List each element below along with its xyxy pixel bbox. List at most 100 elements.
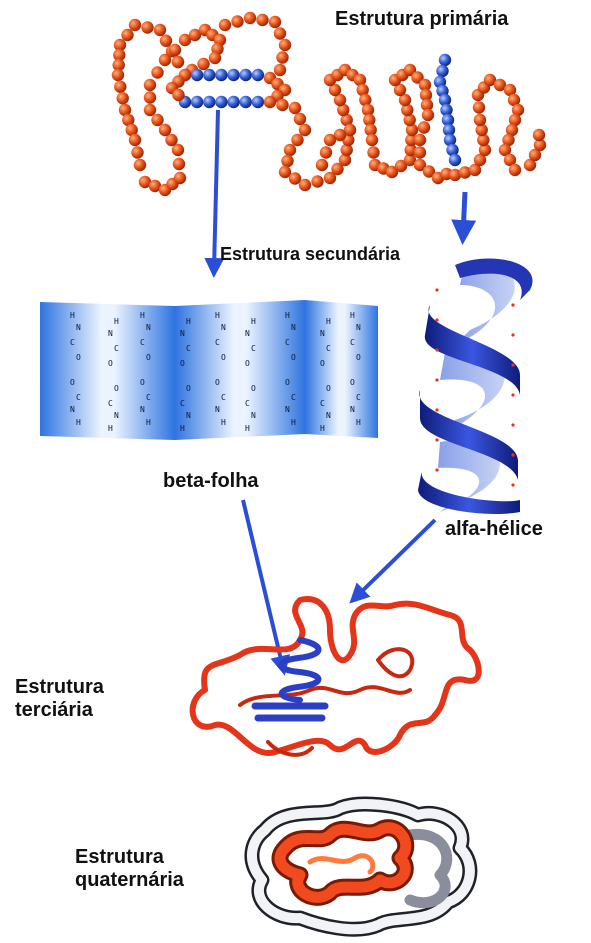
hydrogen-bond-dot (511, 333, 514, 336)
label-quaternary-structure: Estrutura quaternária (75, 846, 184, 892)
sheet-atom-glyph: N (140, 405, 145, 414)
amino-acid-bead (129, 134, 141, 146)
amino-acid-bead (159, 124, 171, 136)
sheet-atom-glyph: N (245, 329, 250, 338)
sheet-atom-glyph: H (180, 424, 185, 433)
sheet-atom-glyph: H (140, 311, 145, 320)
sheet-atom-glyph: H (326, 317, 331, 326)
amino-acid-bead (439, 54, 451, 66)
arrow-down-icon (243, 500, 283, 668)
tertiary-red-ribbon (193, 599, 479, 753)
label-alpha-helix: alfa-hélice (445, 518, 543, 541)
hydrogen-bond-dot (435, 288, 438, 291)
amino-acid-bead (291, 134, 303, 146)
label-quaternary-line-1: Estrutura (75, 846, 184, 869)
amino-acid-bead (276, 51, 288, 63)
sheet-atom-glyph: H (356, 418, 361, 427)
amino-acid-bead (240, 96, 252, 108)
amino-acid-bead (227, 69, 239, 81)
quaternary-structure (252, 804, 470, 929)
arrow-down-icon (214, 110, 218, 270)
sheet-atom-glyph: C (70, 338, 75, 347)
sheet-atom-glyph: H (245, 424, 250, 433)
sheet-atom-glyph: N (146, 323, 151, 332)
sheet-atom-glyph: N (320, 329, 325, 338)
hydrogen-bond-dot (511, 393, 514, 396)
sheet-atom-glyph: O (356, 353, 361, 362)
sheet-atom-glyph: N (108, 329, 113, 338)
amino-acid-bead (274, 27, 286, 39)
amino-acid-bead (174, 172, 186, 184)
sheet-atom-glyph: O (320, 359, 325, 368)
sheet-atom-glyph: C (221, 393, 226, 402)
amino-acid-bead (279, 39, 291, 51)
hydrogen-bond-dot (435, 408, 438, 411)
amino-acid-bead (169, 44, 181, 56)
sheet-atom-glyph: C (350, 338, 355, 347)
label-tertiary-line-1: Estrutura (15, 676, 104, 699)
sheet-atom-glyph: H (221, 418, 226, 427)
sheet-atom-glyph: C (180, 399, 185, 408)
hydrogen-bond-dot (511, 483, 514, 486)
sheet-atom-glyph: O (146, 353, 151, 362)
amino-acid-bead (154, 24, 166, 36)
sheet-atom-glyph: C (326, 344, 331, 353)
amino-acid-bead (284, 144, 296, 156)
amino-acid-bead (191, 96, 203, 108)
amino-acid-bead (276, 99, 288, 111)
amino-acid-bead (244, 12, 256, 24)
label-tertiary-structure: Estrutura terciária (15, 676, 104, 722)
amino-acid-bead (509, 164, 521, 176)
amino-acid-bead (274, 64, 286, 76)
sheet-atom-glyph: H (350, 311, 355, 320)
sheet-atom-glyph: C (320, 399, 325, 408)
sheet-atom-glyph: C (76, 393, 81, 402)
label-quaternary-line-2: quaternária (75, 869, 184, 892)
sheet-atom-glyph: N (350, 405, 355, 414)
helix-front-band-3 (418, 470, 520, 514)
sheet-atom-glyph: N (221, 323, 226, 332)
sheet-atom-glyph: N (326, 411, 331, 420)
amino-acid-bead (422, 109, 434, 121)
tertiary-structure (193, 599, 479, 755)
amino-acid-bead (215, 69, 227, 81)
sheet-atom-glyph: O (291, 353, 296, 362)
amino-acid-bead (173, 158, 185, 170)
sheet-atom-glyph: H (186, 317, 191, 326)
beta-sheet-panel-1 (40, 302, 175, 440)
sheet-atom-glyph: O (76, 353, 81, 362)
amino-acid-bead (281, 155, 293, 167)
amino-acid-bead (117, 92, 129, 104)
amino-acid-bead (316, 159, 328, 171)
amino-acid-bead (474, 114, 486, 126)
amino-acid-bead (252, 69, 264, 81)
arrow-down-icon (355, 520, 435, 598)
quaternary-gray-subunit (410, 834, 447, 902)
amino-acid-bead (160, 35, 172, 47)
amino-acid-bead (231, 15, 243, 27)
sheet-atom-glyph: N (70, 405, 75, 414)
sheet-atom-glyph: C (251, 344, 256, 353)
quaternary-red-subunit-inner (310, 856, 373, 872)
label-beta-sheet: beta-folha (163, 470, 259, 493)
primary-structure-chain (112, 12, 546, 196)
amino-acid-bead (320, 146, 332, 158)
sheet-atom-glyph: O (326, 384, 331, 393)
sheet-atom-glyph: N (114, 411, 119, 420)
sheet-atom-glyph: O (180, 359, 185, 368)
sheet-atom-glyph: C (215, 338, 220, 347)
sheet-atom-glyph: N (285, 405, 290, 414)
sheet-atom-glyph: N (76, 323, 81, 332)
sheet-atom-glyph: C (285, 338, 290, 347)
sheet-atom-glyph: H (114, 317, 119, 326)
sheet-atom-glyph: H (285, 311, 290, 320)
amino-acid-bead (299, 179, 311, 191)
hydrogen-bond-dot (511, 453, 514, 456)
amino-acid-bead (197, 58, 209, 70)
amino-acid-bead (134, 159, 146, 171)
sheet-atom-glyph: H (291, 418, 296, 427)
amino-acid-bead (324, 134, 336, 146)
sheet-atom-glyph: C (186, 344, 191, 353)
